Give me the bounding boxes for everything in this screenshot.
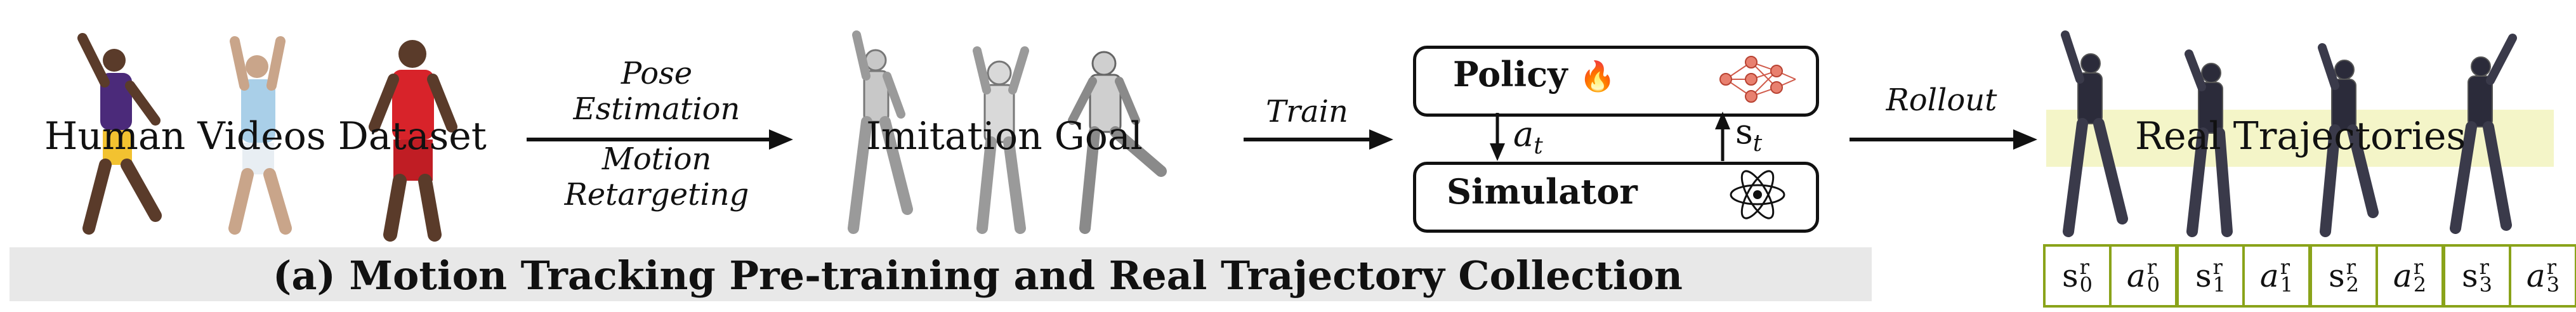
real-trajectories-label: Real Trajectories bbox=[2135, 114, 2466, 159]
policy-label: Policy 🔥 bbox=[1453, 54, 1616, 94]
state-arrow bbox=[1713, 112, 1732, 161]
pose-estimation-label: Pose Estimation bbox=[527, 56, 787, 127]
action-arrow bbox=[1488, 113, 1507, 162]
imitation-goal-label: Imitation Goal bbox=[866, 114, 1143, 159]
arrow-policy-to-trajectories bbox=[1850, 127, 2040, 152]
train-label: Train bbox=[1244, 94, 1370, 129]
neural-network-icon bbox=[1713, 51, 1802, 108]
arrow-goal-to-policy bbox=[1244, 127, 1396, 152]
rollout-label: Rollout bbox=[1850, 82, 2034, 118]
action-symbol: at bbox=[1513, 114, 1543, 159]
motion-retargeting-label: Motion Retargeting bbox=[527, 141, 787, 212]
simulator-label: Simulator bbox=[1447, 171, 1638, 212]
state-symbol: st bbox=[1735, 112, 1762, 157]
fire-icon: 🔥 bbox=[1579, 59, 1615, 93]
human-videos-dataset-label: Human Videos Dataset bbox=[44, 114, 487, 159]
figure-caption: (a) Motion Tracking Pre-training and Rea… bbox=[273, 252, 1683, 299]
atom-icon bbox=[1726, 166, 1789, 223]
